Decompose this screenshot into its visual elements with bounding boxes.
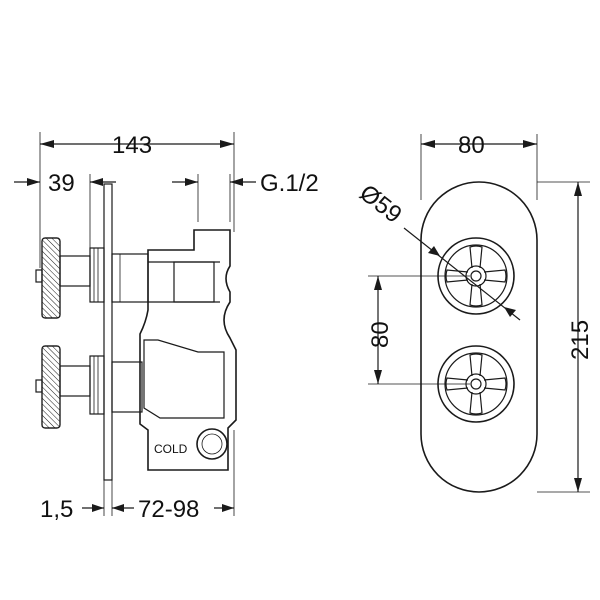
dim-line-front-height [574, 182, 582, 492]
dim-line-143 [40, 140, 234, 148]
top-spindle [59, 247, 149, 303]
dim-plate-thickness: 1,5 [40, 496, 73, 523]
dim-front-height: 215 [567, 320, 594, 360]
bottom-handle-side [35, 345, 61, 429]
dim-side-total: 143 [112, 132, 152, 159]
dim-front-width: 80 [458, 132, 485, 159]
cold-label: COLD [154, 442, 188, 456]
cold-outlet [196, 428, 228, 460]
dim-line-thread [172, 174, 256, 222]
dim-body-depth: 72-98 [138, 496, 199, 523]
valve-body [139, 229, 237, 471]
top-wheel-handle [437, 237, 515, 315]
dim-thread: G.1/2 [260, 170, 319, 197]
side-view: 143 39 G.1/2 COL [14, 132, 319, 523]
dim-line-39 [14, 174, 116, 252]
front-view: 80 215 80 Ø59 [354, 132, 594, 493]
dim-line-front-width [421, 140, 537, 148]
top-handle-side [35, 237, 61, 319]
front-plate [420, 181, 538, 493]
bottom-spindle [59, 355, 143, 415]
dim-side-front: 39 [48, 170, 75, 197]
dim-line-depth [112, 504, 234, 512]
dim-handle-spacing: 80 [367, 321, 394, 348]
cover-plate [103, 183, 113, 481]
dim-line-plate [82, 504, 104, 512]
dim-handle-diameter: Ø59 [354, 179, 406, 228]
bottom-wheel-handle [437, 345, 515, 423]
dim-line-handle-spacing [374, 276, 382, 384]
